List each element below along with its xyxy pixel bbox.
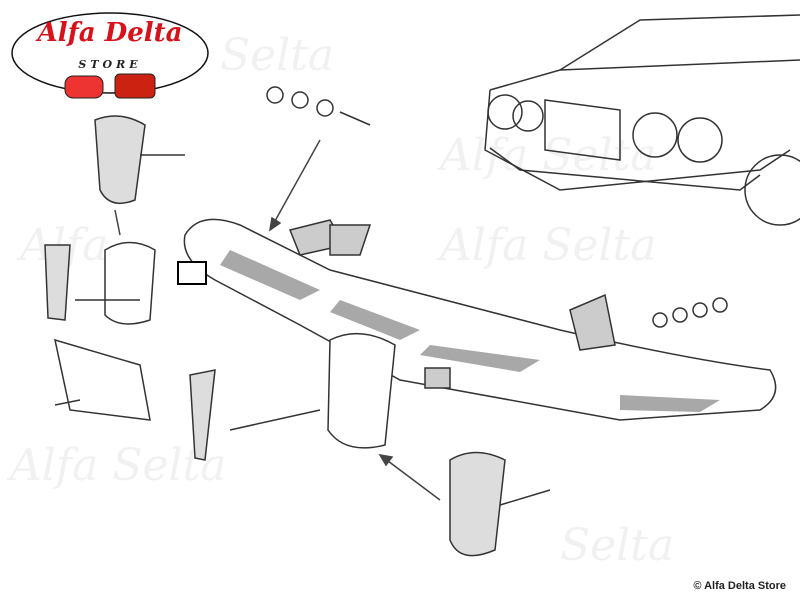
rubber-pads bbox=[177, 219, 616, 389]
car-front-illustration bbox=[484, 14, 800, 226]
overrider-bottom bbox=[449, 451, 551, 557]
store-logo[interactable]: Alfa Delta STORE bbox=[10, 8, 210, 108]
overrider-left bbox=[44, 241, 156, 325]
watermark-logo: Alfa Selta bbox=[10, 440, 227, 491]
watermark-logo: Selta bbox=[560, 520, 675, 571]
overrider-top-left bbox=[94, 115, 185, 205]
copyright-notice: © Alfa Delta Store bbox=[693, 580, 786, 592]
arrows bbox=[114, 139, 441, 501]
logo-subtitle: STORE bbox=[78, 58, 142, 71]
bumper-bar bbox=[183, 218, 777, 421]
plate-bracket bbox=[54, 338, 151, 421]
logo-title: Alfa Delta bbox=[37, 18, 183, 48]
watermark-logo: Alfa Selta bbox=[440, 220, 657, 271]
logo-ellipse bbox=[11, 12, 209, 99]
washers-and-bolts bbox=[54, 86, 728, 406]
watermark-logo: Selta bbox=[220, 30, 335, 81]
overrider-center bbox=[189, 332, 396, 461]
